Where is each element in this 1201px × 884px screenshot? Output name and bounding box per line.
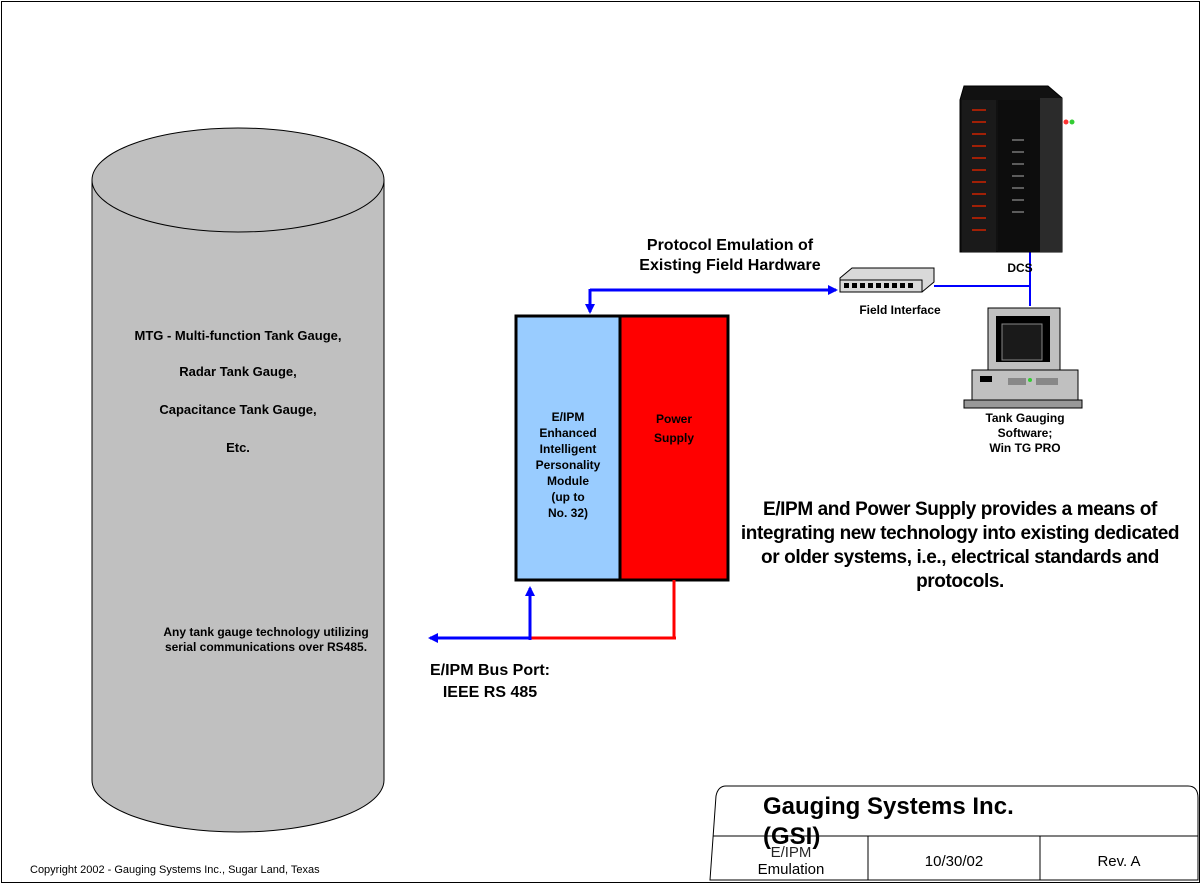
eipm-label: E/IPM Enhanced Intelligent Personality M… [535, 410, 601, 520]
copyright-text: Copyright 2002 - Gauging Systems Inc., S… [30, 864, 320, 876]
title-block-revision: Rev. A [1097, 852, 1141, 870]
title-block-frame [709, 785, 1199, 881]
tank-type-4: Etc. [226, 440, 250, 455]
module-box [514, 314, 730, 582]
tank-type-1: MTG - Multi-function Tank Gauge, [134, 328, 342, 343]
field-interface-device [839, 250, 1031, 306]
description-text: E/IPM and Power Supply provides a means … [740, 499, 1180, 592]
tank-type-2: Radar Tank Gauge, [179, 364, 297, 379]
tank-type-3: Capacitance Tank Gauge, [159, 402, 317, 417]
power-supply-panel [620, 316, 728, 580]
title-block-doc-name: E/IPM Emulation [757, 844, 825, 878]
protocol-caption: Protocol Emulation of Existing Field Har… [639, 237, 821, 274]
serial-note: Any tank gauge technology utilizing seri… [163, 625, 369, 654]
title-block-date: 10/30/02 [924, 852, 984, 870]
eipm-panel [516, 316, 620, 580]
title-block-company: Gauging Systems Inc. (GSI) [763, 793, 1014, 850]
rs485-bus [428, 580, 676, 643]
field-interface-label: Field Interface [859, 303, 941, 317]
software-label: Tank Gauging Software; Win TG PRO [985, 411, 1065, 455]
protocol-connection [585, 285, 838, 314]
workstation-computer [963, 307, 1083, 409]
power-supply-label: Power Supply [653, 412, 694, 445]
tank-cylinder [91, 127, 385, 833]
dcs-label: DCS [1007, 261, 1033, 275]
bus-port-label: E/IPM Bus Port: IEEE RS 485 [429, 662, 550, 701]
dcs-cabinet [959, 85, 1075, 253]
